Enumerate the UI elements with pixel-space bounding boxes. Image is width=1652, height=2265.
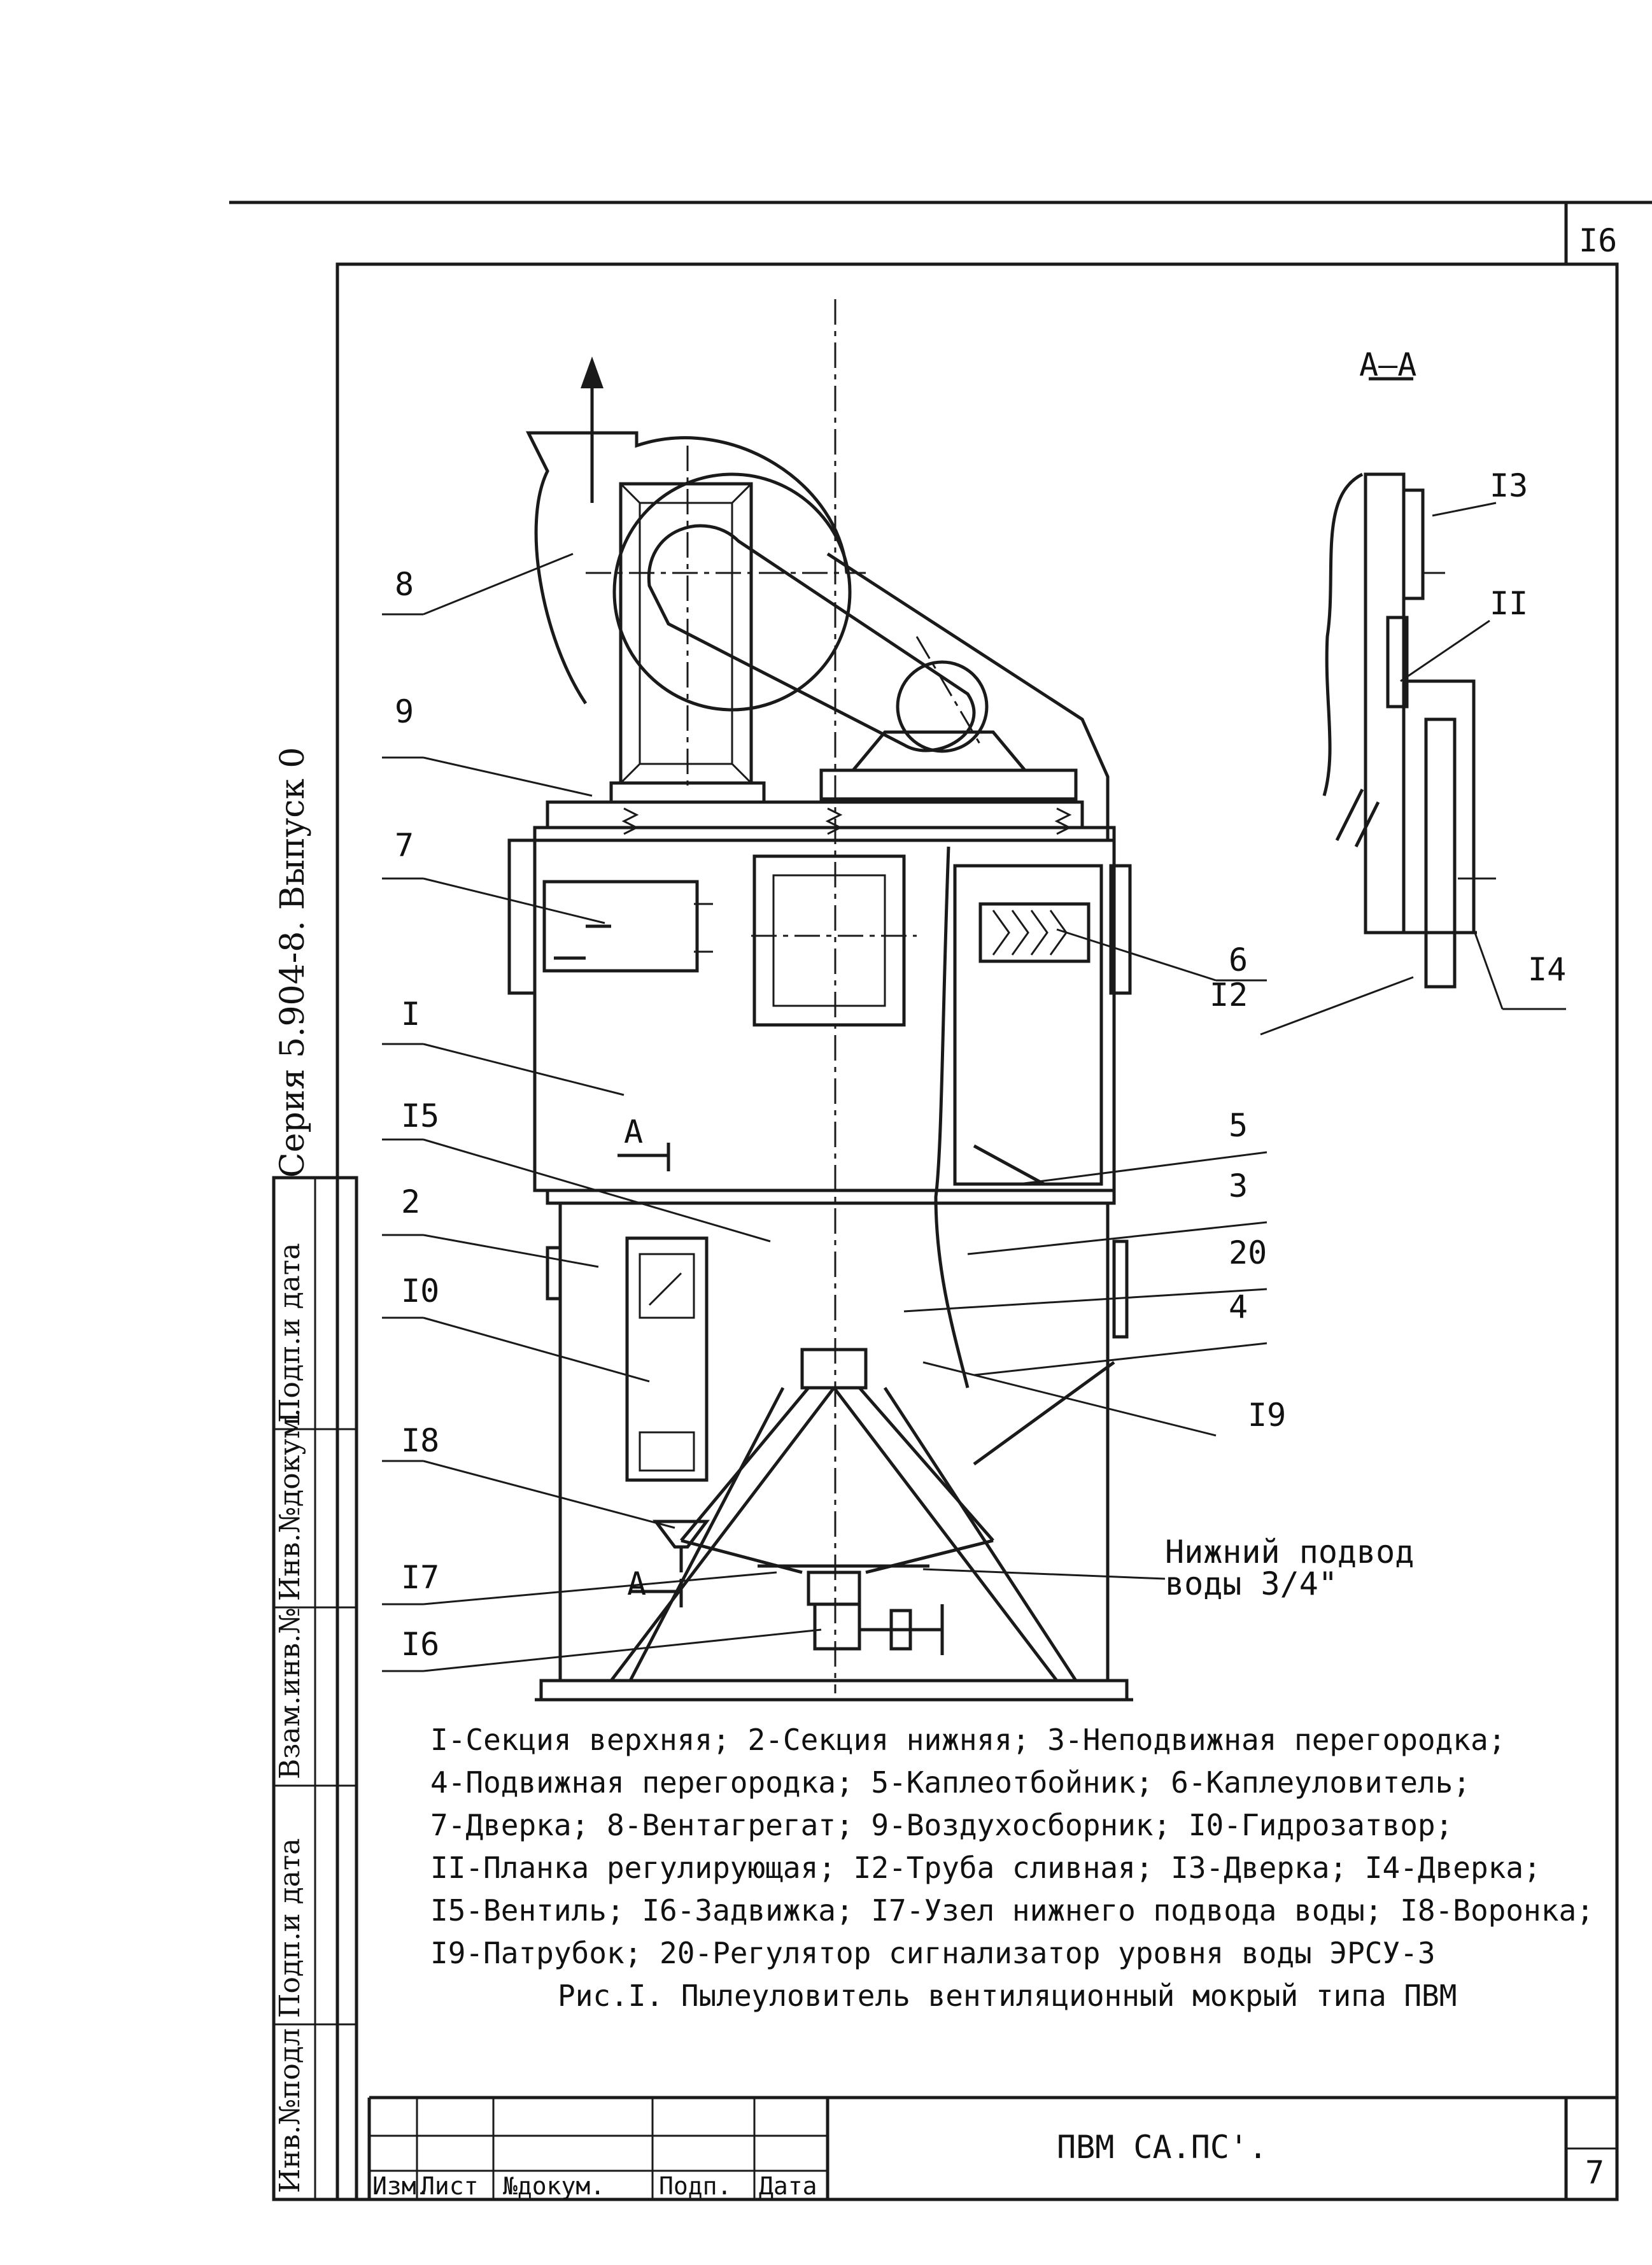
side-field-replace-inv: Взам.инв.№ [274,1607,306,1779]
title-block-header-change: Изм. [372,2172,431,2200]
callout-4: 4 [1229,1288,1248,1325]
legend-line: I5-Вентиль; I6-Задвижка; I7-Узел нижнего… [430,1893,1594,1928]
legend-line: I-Секция верхняя; 2-Секция нижняя; 3-Неп… [430,1723,1506,1757]
title-block-header-sheet: Лист [420,2172,479,2200]
figure-caption: Рис.I. Пылеуловитель вентиляционный мокр… [558,1979,1457,2013]
legend-line: 7-Дверка; 8-Вентагрегат; 9-Воздухосборни… [430,1808,1453,1842]
callout-11: II [1490,585,1528,622]
callout-12: I2 [1210,977,1248,1013]
title-block-header-doc: №докум. [503,2172,605,2200]
title-block-header-sign: Подп. [659,2172,732,2200]
callout-14: I4 [1528,951,1566,988]
legend-line: II-Планка регулирующая; I2-Труба сливная… [430,1851,1541,1885]
callout-13: I3 [1490,467,1528,504]
callout-5: 5 [1229,1107,1248,1144]
legend-line: I9-Патрубок; 20-Регулятор сигнализатор у… [430,1936,1436,1970]
callout-labels: 8 9 7 I I5 2 I0 I8 I7 I6 6 I2 5 3 20 4 I… [395,222,1617,2191]
legend: I-Секция верхняя; 2-Секция нижняя; 3-Неп… [430,1719,1640,2017]
water-note-line1: Нижний подвод [1165,1534,1414,1570]
callout-19: I9 [1248,1397,1286,1434]
title-block-header-date: Дата [759,2172,817,2200]
callout-9: 9 [395,693,414,730]
side-field-sign-date-1: Подп.и дата [274,1243,306,1423]
callout-3: 3 [1229,1168,1248,1204]
callout-6: 6 [1229,942,1248,978]
callout-7: 7 [395,827,414,864]
sheet-top-number: I6 [1579,222,1617,259]
page-number: 7 [1585,2154,1604,2191]
callout-16: I6 [401,1626,439,1663]
document-designation: ПВМ СА.ПС'. [1057,2129,1267,2166]
apparatus-body [507,299,1133,1702]
sheet-frame [229,201,1652,2201]
side-field-sign-date-2: Подп.и дата [274,1838,306,2018]
callout-17: I7 [401,1559,439,1596]
leader-lines [382,502,1566,1672]
callout-2: 2 [401,1183,420,1220]
callout-18: I8 [401,1422,439,1459]
section-title: А–А [1359,346,1416,383]
callout-1: I [401,996,420,1033]
water-note-line2: воды 3/4" [1165,1565,1338,1602]
callout-10: I0 [401,1273,439,1309]
callout-20: 20 [1229,1234,1267,1271]
section-a-a-detail [1322,377,1496,989]
callout-8: 8 [395,566,414,603]
section-cut-a-upper: А [624,1113,643,1150]
legend-line: 4-Подвижная перегородка; 5-Каплеотбойник… [430,1765,1471,1800]
side-field-orig-inv: Инв.№подл [274,2028,306,2193]
callout-15: I5 [401,1097,439,1134]
section-cut-a-lower: А [627,1565,646,1602]
series-label: Серия 5.904-8. Выпуск 0 [274,747,312,1178]
side-field-doc-no: Инв.№докум. [274,1408,306,1601]
